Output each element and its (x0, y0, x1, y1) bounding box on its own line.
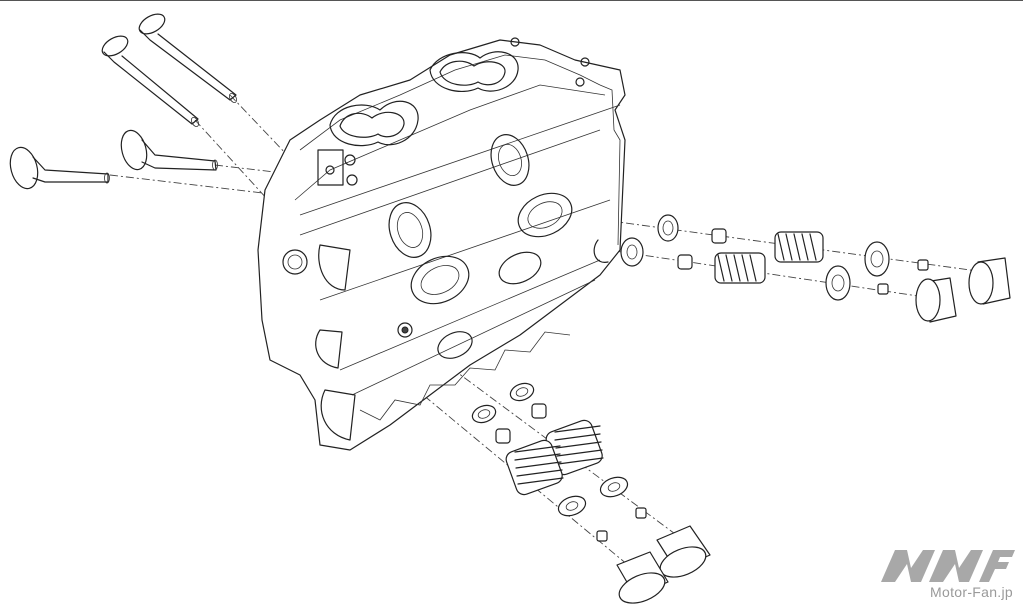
intake-valve-1 (138, 13, 238, 103)
stem-seal-1 (711, 228, 727, 244)
top-border-line (0, 0, 1023, 1)
exhaust-valve-1 (120, 129, 218, 171)
stem-seal-2 (677, 254, 693, 270)
lower-retainer-1 (599, 476, 629, 498)
lifter-bucket-2 (915, 277, 957, 323)
valve-spring-1 (774, 231, 824, 263)
lower-valve-train (471, 382, 711, 604)
lower-spring-seat-2 (471, 404, 497, 424)
exhaust-valve-2 (9, 146, 110, 190)
lifter-bucket-1 (968, 257, 1011, 305)
lower-lifter-bucket-1 (656, 525, 711, 578)
lower-spring-seat-1 (509, 382, 535, 402)
lower-stem-seal-2 (495, 428, 511, 444)
keeper-1 (917, 259, 929, 271)
valve-spring-2 (714, 252, 766, 284)
lower-keeper-1 (635, 507, 647, 519)
retainer-1 (864, 241, 890, 277)
lower-valve-spring-1 (545, 419, 604, 476)
keeper-2 (877, 283, 889, 295)
intake-valve-2 (101, 35, 200, 127)
watermark-text: Motor-Fan.jp (930, 584, 1013, 600)
retainer-2 (825, 265, 851, 301)
cylinder-head-body (257, 37, 626, 451)
motor-fan-logo (881, 550, 1015, 582)
lower-lifter-bucket-2 (616, 551, 669, 604)
spring-seat-1 (657, 214, 679, 242)
lower-valve-spring-2 (505, 439, 564, 496)
lower-stem-seal-1 (531, 403, 547, 419)
lower-retainer-2 (557, 495, 587, 517)
spring-seat-2 (620, 237, 644, 267)
upper-valve-train (620, 214, 1011, 323)
lower-keeper-2 (596, 530, 608, 542)
